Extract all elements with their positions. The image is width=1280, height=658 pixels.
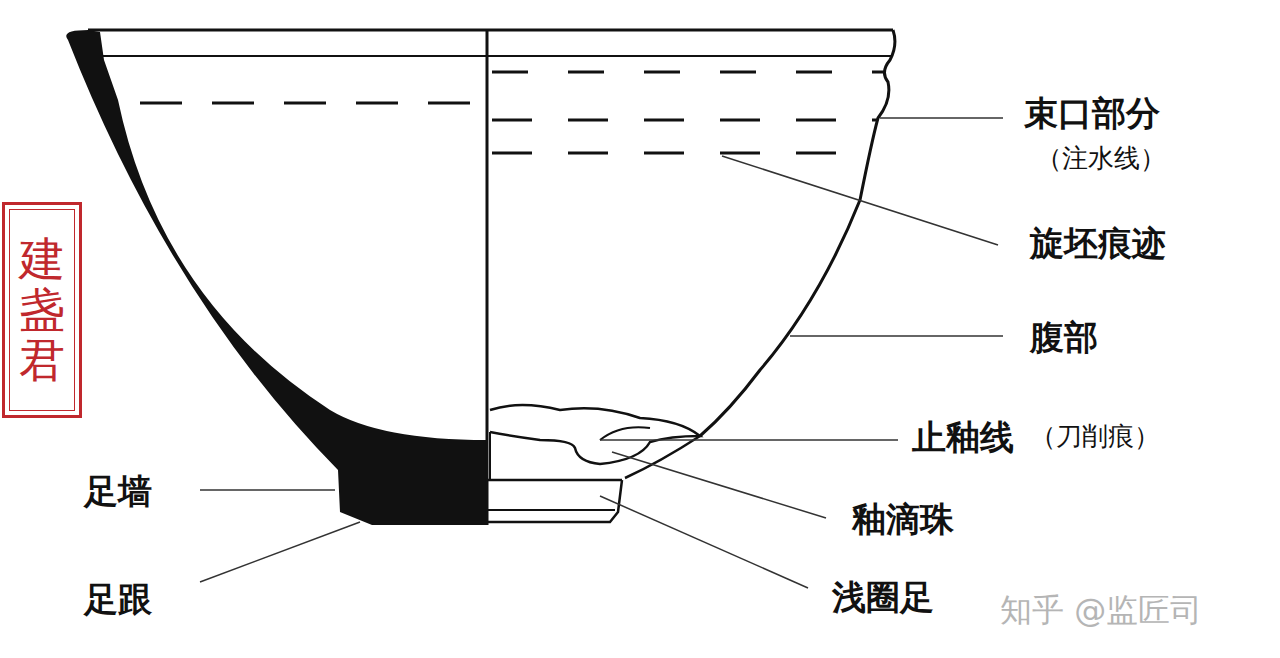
glaze-drip <box>600 427 650 440</box>
center-line <box>486 30 489 525</box>
water-line <box>140 102 487 105</box>
part-name: 旋坯痕迹 <box>1030 224 1166 263</box>
part-name: 足跟 <box>84 580 152 619</box>
throwing-mark <box>492 152 870 155</box>
part-name: 釉滴珠 <box>852 500 954 539</box>
watermark: 知乎 @监匠司 <box>1000 592 1202 629</box>
part-name: 足墙 <box>84 472 152 511</box>
foot-ring <box>487 509 615 511</box>
part-name: 止釉线 <box>912 418 1014 457</box>
seal-text: 建盏君 <box>19 234 65 386</box>
rim-line <box>100 55 893 57</box>
leader-lines <box>200 118 1003 588</box>
part-name: 腹部 <box>1030 318 1098 357</box>
throwing-mark <box>492 71 885 74</box>
foot-ring <box>380 480 622 522</box>
body-base <box>625 436 700 478</box>
part-note: （注水线） <box>1036 144 1166 174</box>
rim-line <box>88 29 893 32</box>
body-base <box>489 432 491 480</box>
seal-stamp: 建盏君 <box>2 202 82 418</box>
part-name: 浅圈足 <box>832 578 934 617</box>
part-name: 束口部分 <box>1024 94 1160 133</box>
throwing-mark <box>492 119 878 122</box>
bowl-wall-section <box>66 30 487 525</box>
foot-ring <box>487 479 622 482</box>
bowl-outer-profile <box>700 30 895 436</box>
part-note: （刀削痕） <box>1030 422 1160 452</box>
